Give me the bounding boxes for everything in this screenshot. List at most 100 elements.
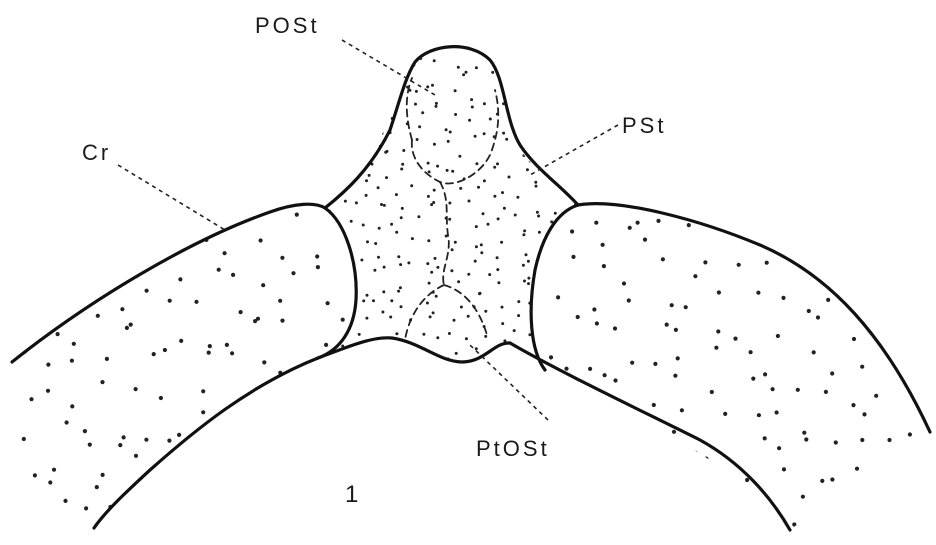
stipple-dot xyxy=(916,528,921,530)
stipple-dot xyxy=(683,305,688,310)
stipple-dot xyxy=(397,289,401,293)
stipple-dot xyxy=(501,322,505,326)
stipple-dot xyxy=(885,257,890,262)
stipple-dot xyxy=(361,223,365,227)
stipple-dot xyxy=(833,440,838,445)
stipple-dot xyxy=(333,159,337,163)
stipple-dot xyxy=(764,260,769,265)
stipple-dot xyxy=(432,188,436,192)
stipple-dot xyxy=(29,397,34,402)
left-outer-contour xyxy=(10,202,327,364)
stipple-dot xyxy=(673,373,678,378)
stipple-dot xyxy=(395,230,399,234)
stipple-dot xyxy=(555,130,559,134)
stipple-dot xyxy=(911,382,916,387)
stipple-dot xyxy=(365,398,369,402)
stipple-dot xyxy=(430,203,434,207)
stipple-dot xyxy=(537,230,541,234)
stipple-dot xyxy=(575,399,580,404)
stipple-dot xyxy=(421,111,425,115)
stipple-dot xyxy=(917,262,922,267)
stipple-dot xyxy=(258,238,263,243)
stipple-dot xyxy=(512,329,516,333)
stipple-dot xyxy=(547,80,551,84)
leader-ptost xyxy=(469,344,549,421)
stipple-dot xyxy=(178,277,183,282)
stipple-dot xyxy=(495,256,499,260)
stipple-dot xyxy=(523,229,527,233)
stipple-dot xyxy=(385,176,388,180)
stipple-dot xyxy=(362,299,366,303)
stipple-dot xyxy=(389,315,393,319)
stipple-dot xyxy=(321,309,325,313)
stipple-dot xyxy=(319,310,323,314)
stipple-dot xyxy=(231,272,236,277)
stipple-dot xyxy=(651,402,656,408)
figure-number: 1 xyxy=(345,481,358,508)
stipple-dot xyxy=(686,196,690,200)
stipple-dot xyxy=(579,53,582,56)
stipple-dot xyxy=(854,466,860,471)
stipple-dot xyxy=(94,485,99,490)
stipple-dot xyxy=(891,324,897,329)
stipple-dot xyxy=(930,250,934,254)
stipple-dot xyxy=(716,290,722,295)
lower-ossicle-suture xyxy=(404,284,488,341)
stipple-dot xyxy=(660,257,666,262)
stipple-dot xyxy=(851,336,857,342)
stipple-dot xyxy=(343,179,347,183)
stipple-dot xyxy=(891,526,896,530)
stipple-dot xyxy=(470,98,474,102)
stipple-dot xyxy=(777,446,782,451)
stipple-dot xyxy=(230,351,235,356)
stipple-dot xyxy=(320,474,325,479)
stipple-dot xyxy=(528,333,532,337)
stipple-dot xyxy=(918,304,924,309)
stipple-dot xyxy=(656,218,661,223)
stipple-dot xyxy=(333,132,337,136)
stipple-dot xyxy=(543,100,547,104)
stipple-dot xyxy=(584,314,587,317)
stipple-dot xyxy=(521,263,525,267)
stipple-dot xyxy=(95,313,100,318)
stipple-dot xyxy=(370,90,374,94)
stipple-dot xyxy=(349,219,353,223)
stipple-dot xyxy=(484,309,488,313)
stipple-dot xyxy=(315,265,320,270)
stipple-dot xyxy=(748,350,753,355)
stipple-dot xyxy=(571,254,576,259)
stipple-dot xyxy=(795,387,800,392)
stipple-dot xyxy=(792,522,797,527)
stipple-dot xyxy=(372,45,375,48)
stipple-dot xyxy=(637,455,642,460)
stipple-dot xyxy=(80,244,85,249)
stipple-dot xyxy=(300,431,305,436)
stipple-dot xyxy=(118,443,123,448)
stipple-dot xyxy=(592,307,597,312)
stipple-dot xyxy=(500,305,504,309)
stipple-dot xyxy=(736,262,741,267)
stipple-dot xyxy=(373,268,377,272)
stipple-dot xyxy=(268,204,273,207)
stipple-dot xyxy=(284,460,290,465)
label-post: POSt xyxy=(255,13,320,38)
stipple-dot xyxy=(513,213,517,217)
stipple-dot xyxy=(478,291,482,295)
stipple-dot xyxy=(451,169,455,173)
stipple-dot xyxy=(111,260,116,265)
stipple-dot xyxy=(394,193,398,197)
stipple-dot xyxy=(428,315,432,319)
stipple-dot xyxy=(81,213,86,218)
stipple-dot xyxy=(444,40,447,43)
stipple-dot xyxy=(826,297,831,302)
stipple-dot xyxy=(179,338,184,343)
stipple-dot xyxy=(524,253,528,257)
stipple-dot xyxy=(320,281,324,285)
stipple-dot xyxy=(450,248,454,252)
stipple-dot xyxy=(397,255,401,259)
stipple-dot xyxy=(427,281,431,285)
stipple-dot xyxy=(519,133,523,137)
stipple-dot xyxy=(653,361,658,366)
stipple-dot xyxy=(540,132,544,136)
stipple-dot xyxy=(573,468,578,473)
